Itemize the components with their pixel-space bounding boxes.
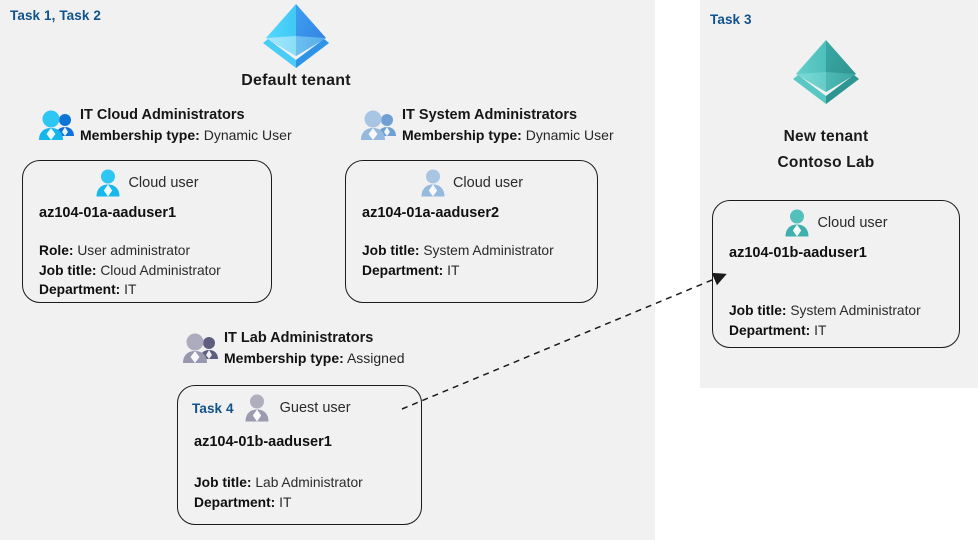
user-upn: az104-01a-aaduser2 xyxy=(362,205,500,221)
user-attr-value: IT xyxy=(447,262,460,278)
user-attr-department: Department: IT xyxy=(729,321,921,341)
user-attr-label: Department: xyxy=(729,322,811,338)
user-attr-department: Department: IT xyxy=(39,280,221,300)
task-label-left: Task 1, Task 2 xyxy=(10,8,101,23)
group-membership: Membership type: Dynamic User xyxy=(80,125,292,146)
group-membership-label: Membership type: xyxy=(402,127,522,143)
user-attr-label: Job title: xyxy=(194,475,252,490)
group-users-icon xyxy=(38,109,76,141)
user-attr-job-title: Job title: System Administrator xyxy=(729,301,921,321)
user-attr-value: IT xyxy=(814,322,827,338)
user-upn: az104-01b-aaduser1 xyxy=(729,245,867,261)
task-label-guest-user: Task 4 xyxy=(192,400,234,416)
user-attributes: Role: User administrator Job title: Clou… xyxy=(39,241,221,300)
user-kind: Cloud user xyxy=(452,175,524,191)
user-card-aaduser1-cloud[interactable]: Cloud user az104-01a-aaduser1 Role: User… xyxy=(22,160,272,303)
group-membership-label: Membership type: xyxy=(80,127,200,143)
group-text: IT System Administrators Membership type… xyxy=(402,105,614,146)
user-attr-department: Department: IT xyxy=(362,261,554,281)
group-users-icon xyxy=(360,109,398,141)
user-attr-job-title: Job title: System Administrator xyxy=(362,241,554,261)
group-membership: Membership type: Dynamic User xyxy=(402,125,614,146)
user-attr-value: Cloud Administrator xyxy=(100,262,221,278)
group-name: IT Lab Administrators xyxy=(224,330,374,346)
user-card-header: Cloud user xyxy=(23,169,271,197)
user-attr-value: System Administrator xyxy=(423,243,554,258)
group-users-icon xyxy=(182,332,220,364)
user-attributes: Job title: System Administrator Departme… xyxy=(729,301,921,340)
cloud-user-icon xyxy=(420,169,446,197)
group-membership: Membership type: Assigned xyxy=(224,348,405,369)
user-card-header: Task 4 Guest user xyxy=(178,394,421,422)
user-card-aaduser1b-cloud[interactable]: Cloud user az104-01b-aaduser1 Job title:… xyxy=(712,200,960,348)
user-attr-job-title: Job title: Lab Administrator xyxy=(194,473,363,493)
user-attr-label: Job title: xyxy=(39,262,97,278)
user-attr-label: Department: xyxy=(39,282,121,297)
group-name: IT System Administrators xyxy=(402,107,578,123)
user-attr-value: IT xyxy=(279,494,292,510)
user-attr-value: User administrator xyxy=(77,243,191,258)
user-upn: az104-01a-aaduser1 xyxy=(39,205,177,221)
user-attr-label: Department: xyxy=(362,262,444,278)
default-tenant-panel xyxy=(0,0,655,540)
new-tenant-caption-line2: Contoso Lab xyxy=(777,154,875,171)
user-attr-value: Lab Administrator xyxy=(255,475,363,490)
user-kind: Guest user xyxy=(279,400,351,416)
guest-user-icon xyxy=(244,394,270,422)
user-kind: Cloud user xyxy=(128,175,199,191)
user-attr-label: Role: xyxy=(39,243,74,258)
group-membership-value: Dynamic User xyxy=(525,127,614,143)
azure-ad-tenant-icon-new xyxy=(786,36,866,104)
user-card-aaduser1b-guest[interactable]: Task 4 Guest user az104-01b-aaduser1 Job… xyxy=(177,385,422,525)
user-attr-job-title: Job title: Cloud Administrator xyxy=(39,261,221,281)
user-attr-label: Department: xyxy=(194,494,276,510)
user-attr-label: Job title: xyxy=(729,303,787,318)
cloud-user-icon xyxy=(784,209,810,237)
group-text: IT Cloud Administrators Membership type:… xyxy=(80,105,292,146)
group-membership-label: Membership type: xyxy=(224,350,344,366)
default-tenant-caption: Default tenant xyxy=(241,72,351,89)
group-text: IT Lab Administrators Membership type: A… xyxy=(224,328,405,369)
task-label-right: Task 3 xyxy=(710,12,752,27)
group-name: IT Cloud Administrators xyxy=(80,107,245,123)
user-card-header: Cloud user xyxy=(346,169,597,197)
user-attr-role: Role: User administrator xyxy=(39,241,221,261)
user-kind: Cloud user xyxy=(817,215,888,231)
user-attr-value: System Administrator xyxy=(790,303,921,318)
group-membership-value: Assigned xyxy=(346,350,405,366)
user-upn: az104-01b-aaduser1 xyxy=(194,434,332,450)
cloud-user-icon xyxy=(95,169,121,197)
user-attr-value: IT xyxy=(124,282,137,297)
user-attributes: Job title: Lab Administrator Department:… xyxy=(194,473,363,512)
user-card-aaduser2-cloud[interactable]: Cloud user az104-01a-aaduser2 Job title:… xyxy=(345,160,598,303)
azure-ad-tenant-icon-default xyxy=(256,0,336,68)
new-tenant-caption-line1: New tenant xyxy=(783,128,869,145)
user-attr-department: Department: IT xyxy=(194,493,363,513)
user-attributes: Job title: System Administrator Departme… xyxy=(362,241,554,280)
user-attr-label: Job title: xyxy=(362,243,420,258)
user-card-header: Cloud user xyxy=(713,209,959,237)
new-tenant-caption: New tenant Contoso Lab xyxy=(706,124,946,176)
group-membership-value: Dynamic User xyxy=(203,127,292,143)
